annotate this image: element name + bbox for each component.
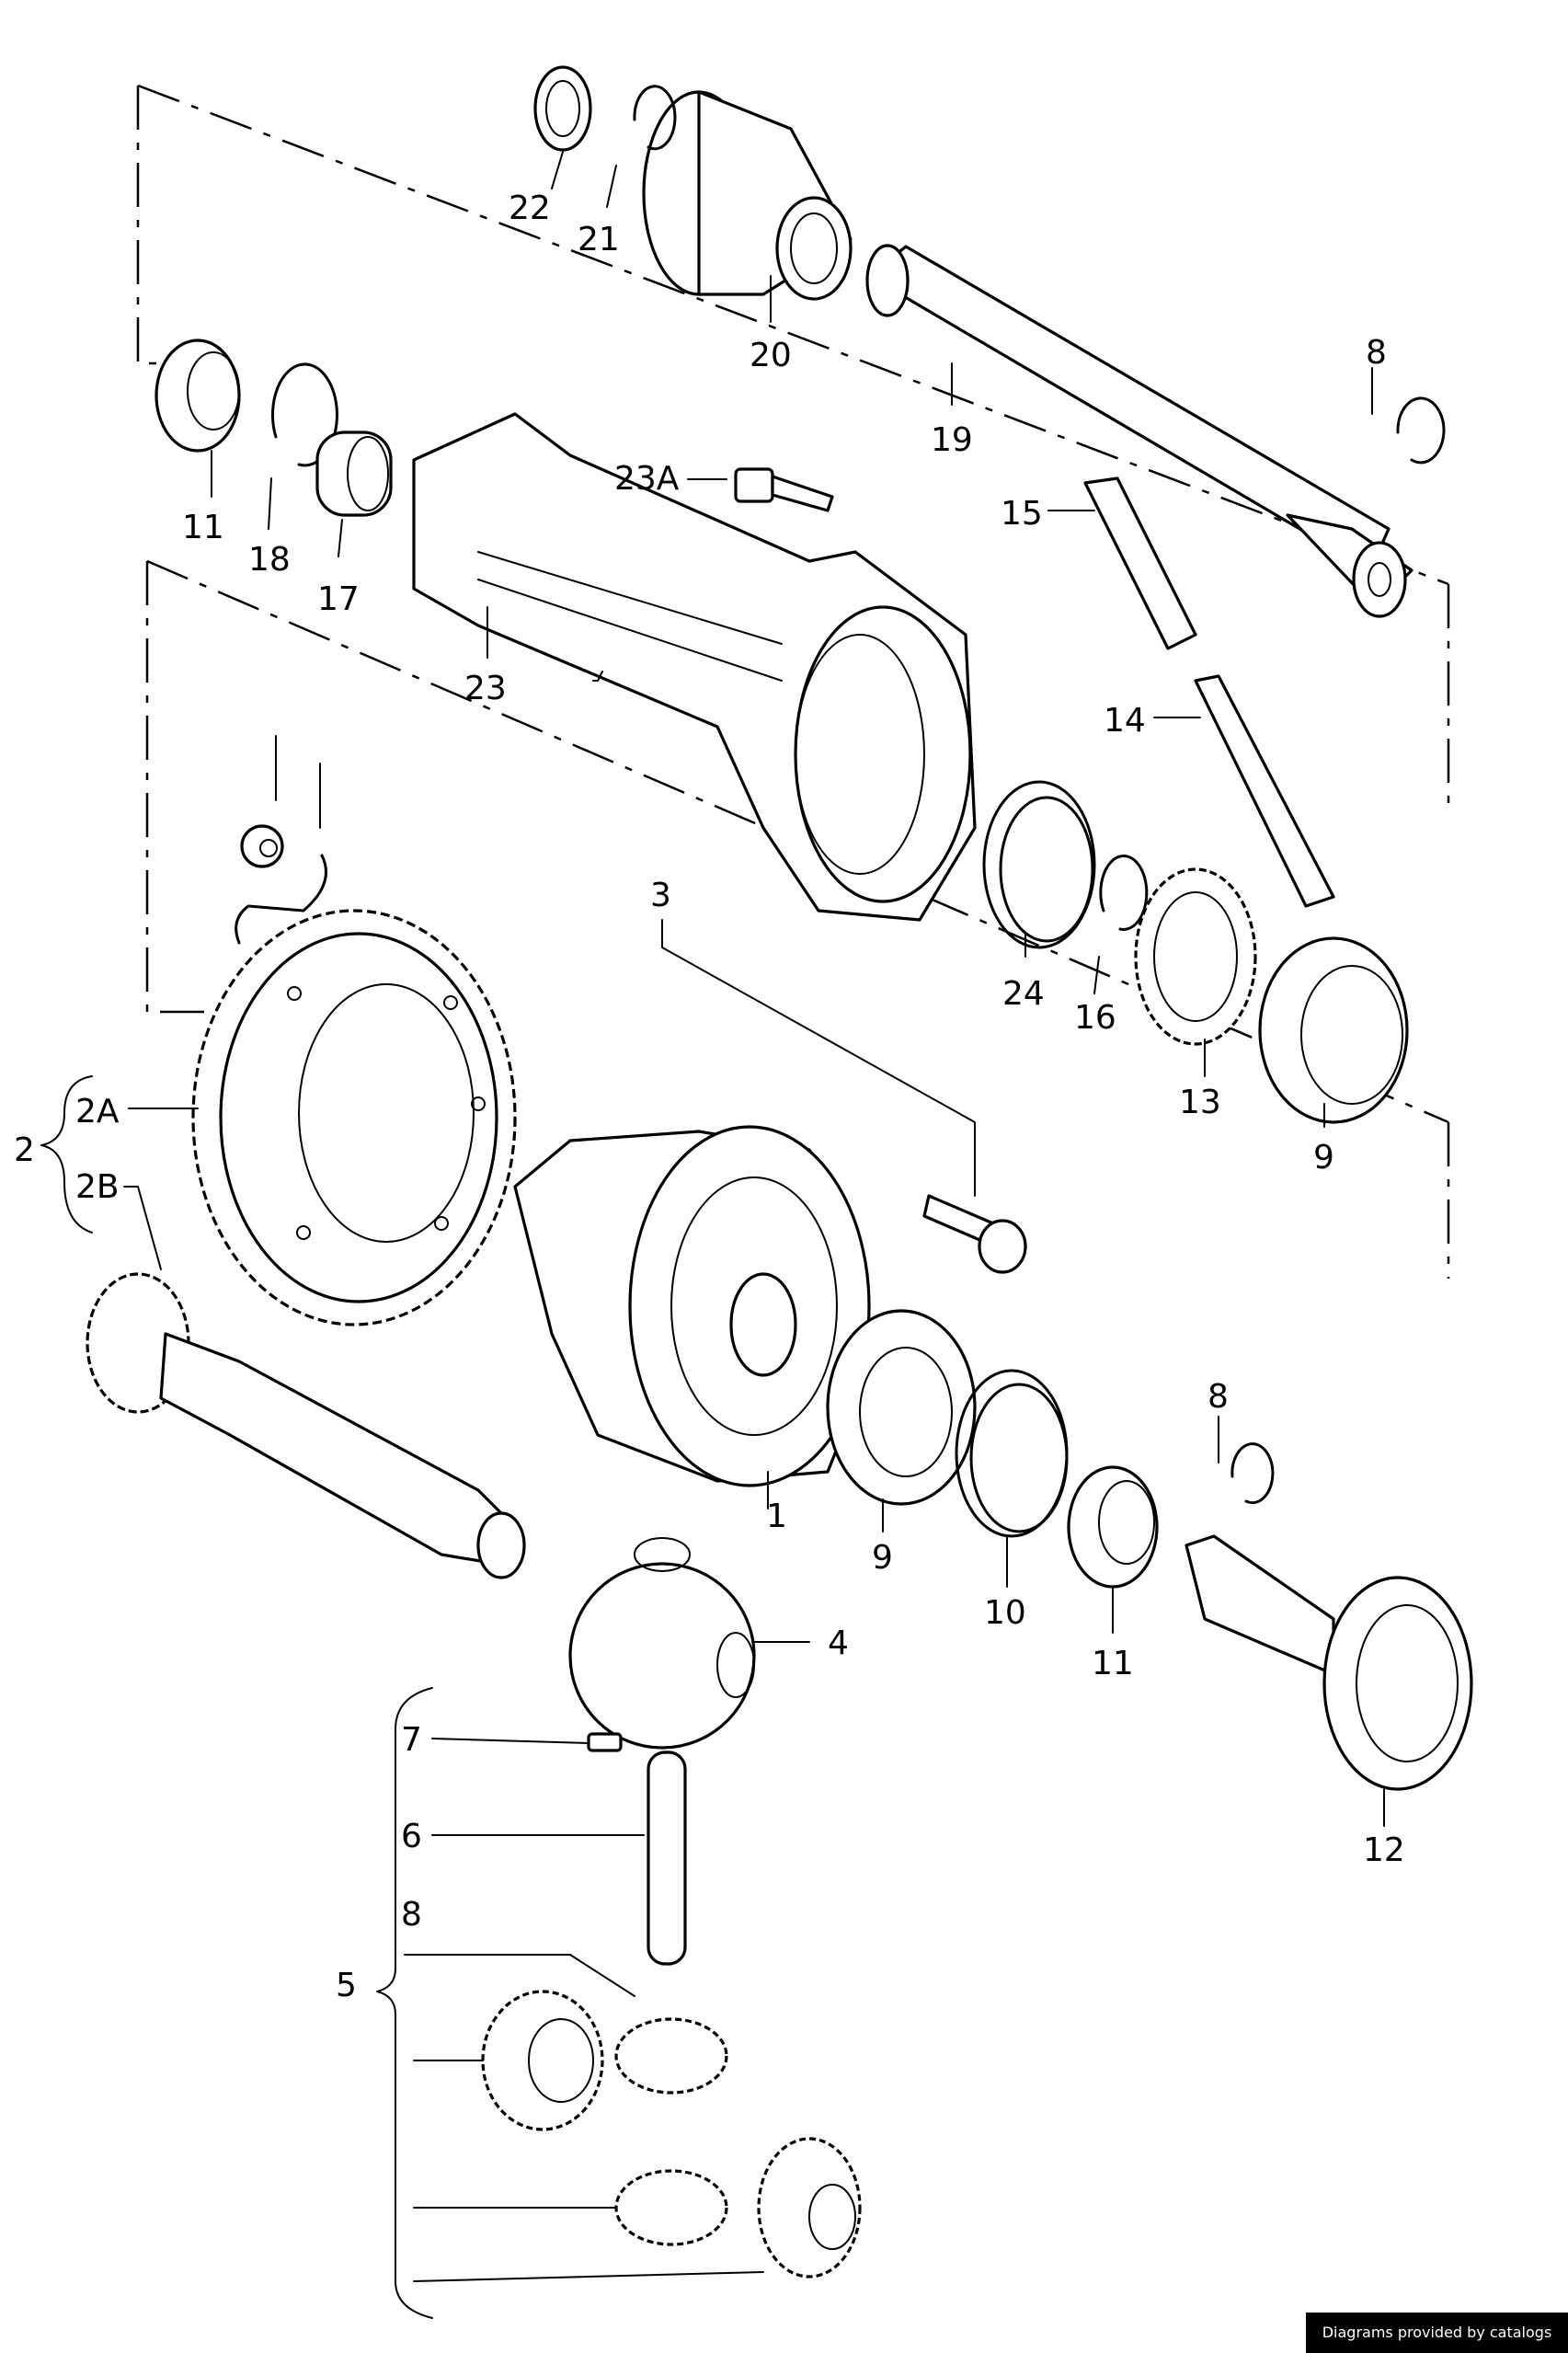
circlip-21: [633, 85, 677, 151]
callout-1: 1: [766, 1498, 787, 1535]
callout-6: 6: [401, 1818, 422, 1855]
callout-8-upper: 8: [1366, 334, 1387, 372]
callout-2: 2: [14, 1131, 35, 1169]
callout-12: 12: [1363, 1831, 1405, 1869]
callout-19: 19: [931, 421, 973, 459]
pin-6: [647, 1750, 687, 1966]
seal-11-lower: [1067, 1465, 1159, 1589]
callout-2B: 2B: [75, 1168, 120, 1206]
callout-20: 20: [750, 337, 792, 374]
bolt-23A: [734, 467, 834, 512]
shaft-15: [1083, 476, 1197, 650]
callout-24: 24: [1002, 975, 1045, 1013]
bearing-9-upper: [1258, 936, 1409, 1124]
circlip-8-lower: [1230, 1442, 1275, 1505]
callout-16: 16: [1074, 999, 1116, 1037]
callout-13: 13: [1179, 1084, 1221, 1121]
callout-15: 15: [1001, 495, 1043, 533]
callout-11-lower: 11: [1092, 1645, 1134, 1682]
bolt-3: [922, 1194, 1027, 1274]
callout-9-upper: 9: [1313, 1139, 1334, 1176]
output-shaft-19: [865, 244, 1413, 618]
callout-4: 4: [828, 1624, 849, 1662]
callout-17: 17: [317, 580, 360, 618]
callout-22: 22: [509, 189, 551, 227]
callout-18: 18: [248, 541, 291, 579]
gear-13: [1134, 867, 1257, 1046]
leader-lines: [40, 151, 1385, 2319]
key-7: [587, 1732, 623, 1752]
ring-24: [982, 780, 1096, 949]
crown-wheel-2A: [191, 909, 517, 1326]
callout-8-right: 8: [1207, 1378, 1229, 1416]
callout-14: 14: [1104, 702, 1146, 740]
footer-credit: Diagrams provided by catalogs parts: [1306, 2313, 1568, 2353]
bearing-17: [315, 430, 393, 517]
callout-21: 21: [578, 221, 620, 258]
seal-22: [533, 65, 592, 152]
flange-12: [1185, 1534, 1473, 1791]
pinion-shaft-2B: [86, 1272, 526, 1579]
bevel-gears-5: [481, 1990, 862, 2278]
callout-9-lower: 9: [872, 1539, 893, 1577]
callout-labels: 1 2 2A 2B 3 4 5 6 7 8 8 8 9 9 10 11 11 1…: [14, 189, 1405, 2004]
callout-23A: 23A: [614, 460, 680, 498]
flange-20: [642, 90, 853, 301]
differential-housing-1: [513, 1125, 871, 1487]
shaft-14: [1194, 674, 1335, 908]
callout-23: 23: [464, 670, 507, 707]
circlip-8-upper: [1396, 396, 1446, 465]
differential-cage-4: [568, 1537, 756, 1750]
bearing-9-lower: [826, 1309, 977, 1506]
callout-7: 7: [401, 1721, 422, 1759]
callout-3: 3: [650, 877, 671, 914]
callout-11-upper: 11: [182, 509, 224, 546]
final-drive-housing-23: [412, 412, 977, 922]
callout-8-lower: 8: [401, 1896, 422, 1934]
callout-2A: 2A: [75, 1093, 120, 1131]
callout-5: 5: [336, 1967, 357, 2004]
lock-plate: [235, 854, 327, 945]
callout-10: 10: [984, 1594, 1026, 1632]
circlip-16: [1099, 854, 1149, 931]
